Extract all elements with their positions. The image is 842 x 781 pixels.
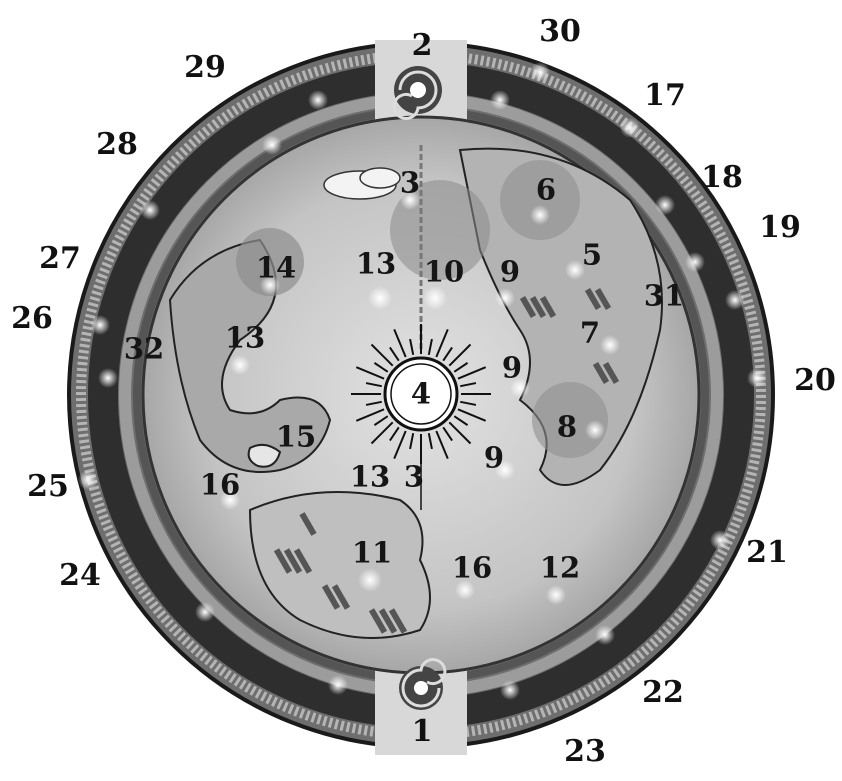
label-13-top: 13: [356, 250, 396, 279]
label-11: 11: [352, 539, 392, 568]
label-7: 7: [580, 319, 600, 348]
label-15: 15: [276, 423, 316, 452]
label-8: 8: [557, 413, 577, 442]
label-20: 20: [794, 366, 836, 396]
label-29: 29: [184, 53, 226, 83]
label-3-north: 3: [400, 169, 420, 198]
label-10: 10: [424, 258, 464, 287]
label-26: 26: [11, 304, 53, 334]
label-25: 25: [27, 472, 69, 502]
label-16-south: 16: [452, 554, 492, 583]
label-23: 23: [564, 737, 606, 767]
label-3-south: 3: [404, 463, 424, 492]
label-4: 4: [411, 380, 431, 409]
label-5: 5: [582, 241, 602, 270]
label-9-mid: 9: [502, 354, 522, 383]
label-13-west: 13: [225, 324, 265, 353]
label-24: 24: [59, 561, 101, 591]
label-1: 1: [412, 717, 433, 747]
label-17: 17: [644, 81, 686, 111]
label-18: 18: [701, 163, 743, 193]
label-14: 14: [256, 254, 296, 283]
label-22: 22: [642, 678, 684, 708]
label-21: 21: [746, 538, 788, 568]
label-32: 32: [124, 335, 164, 364]
label-2: 2: [412, 31, 433, 61]
label-19: 19: [759, 213, 801, 243]
label-31: 31: [644, 282, 684, 311]
label-9-top: 9: [500, 258, 520, 287]
label-12: 12: [540, 554, 580, 583]
label-27: 27: [39, 244, 81, 274]
label-16-west: 16: [200, 471, 240, 500]
cloud: [360, 168, 400, 188]
label-9-low: 9: [484, 444, 504, 473]
label-30: 30: [539, 17, 581, 47]
label-28: 28: [96, 130, 138, 160]
label-6: 6: [536, 176, 556, 205]
label-13-south: 13: [350, 463, 390, 492]
